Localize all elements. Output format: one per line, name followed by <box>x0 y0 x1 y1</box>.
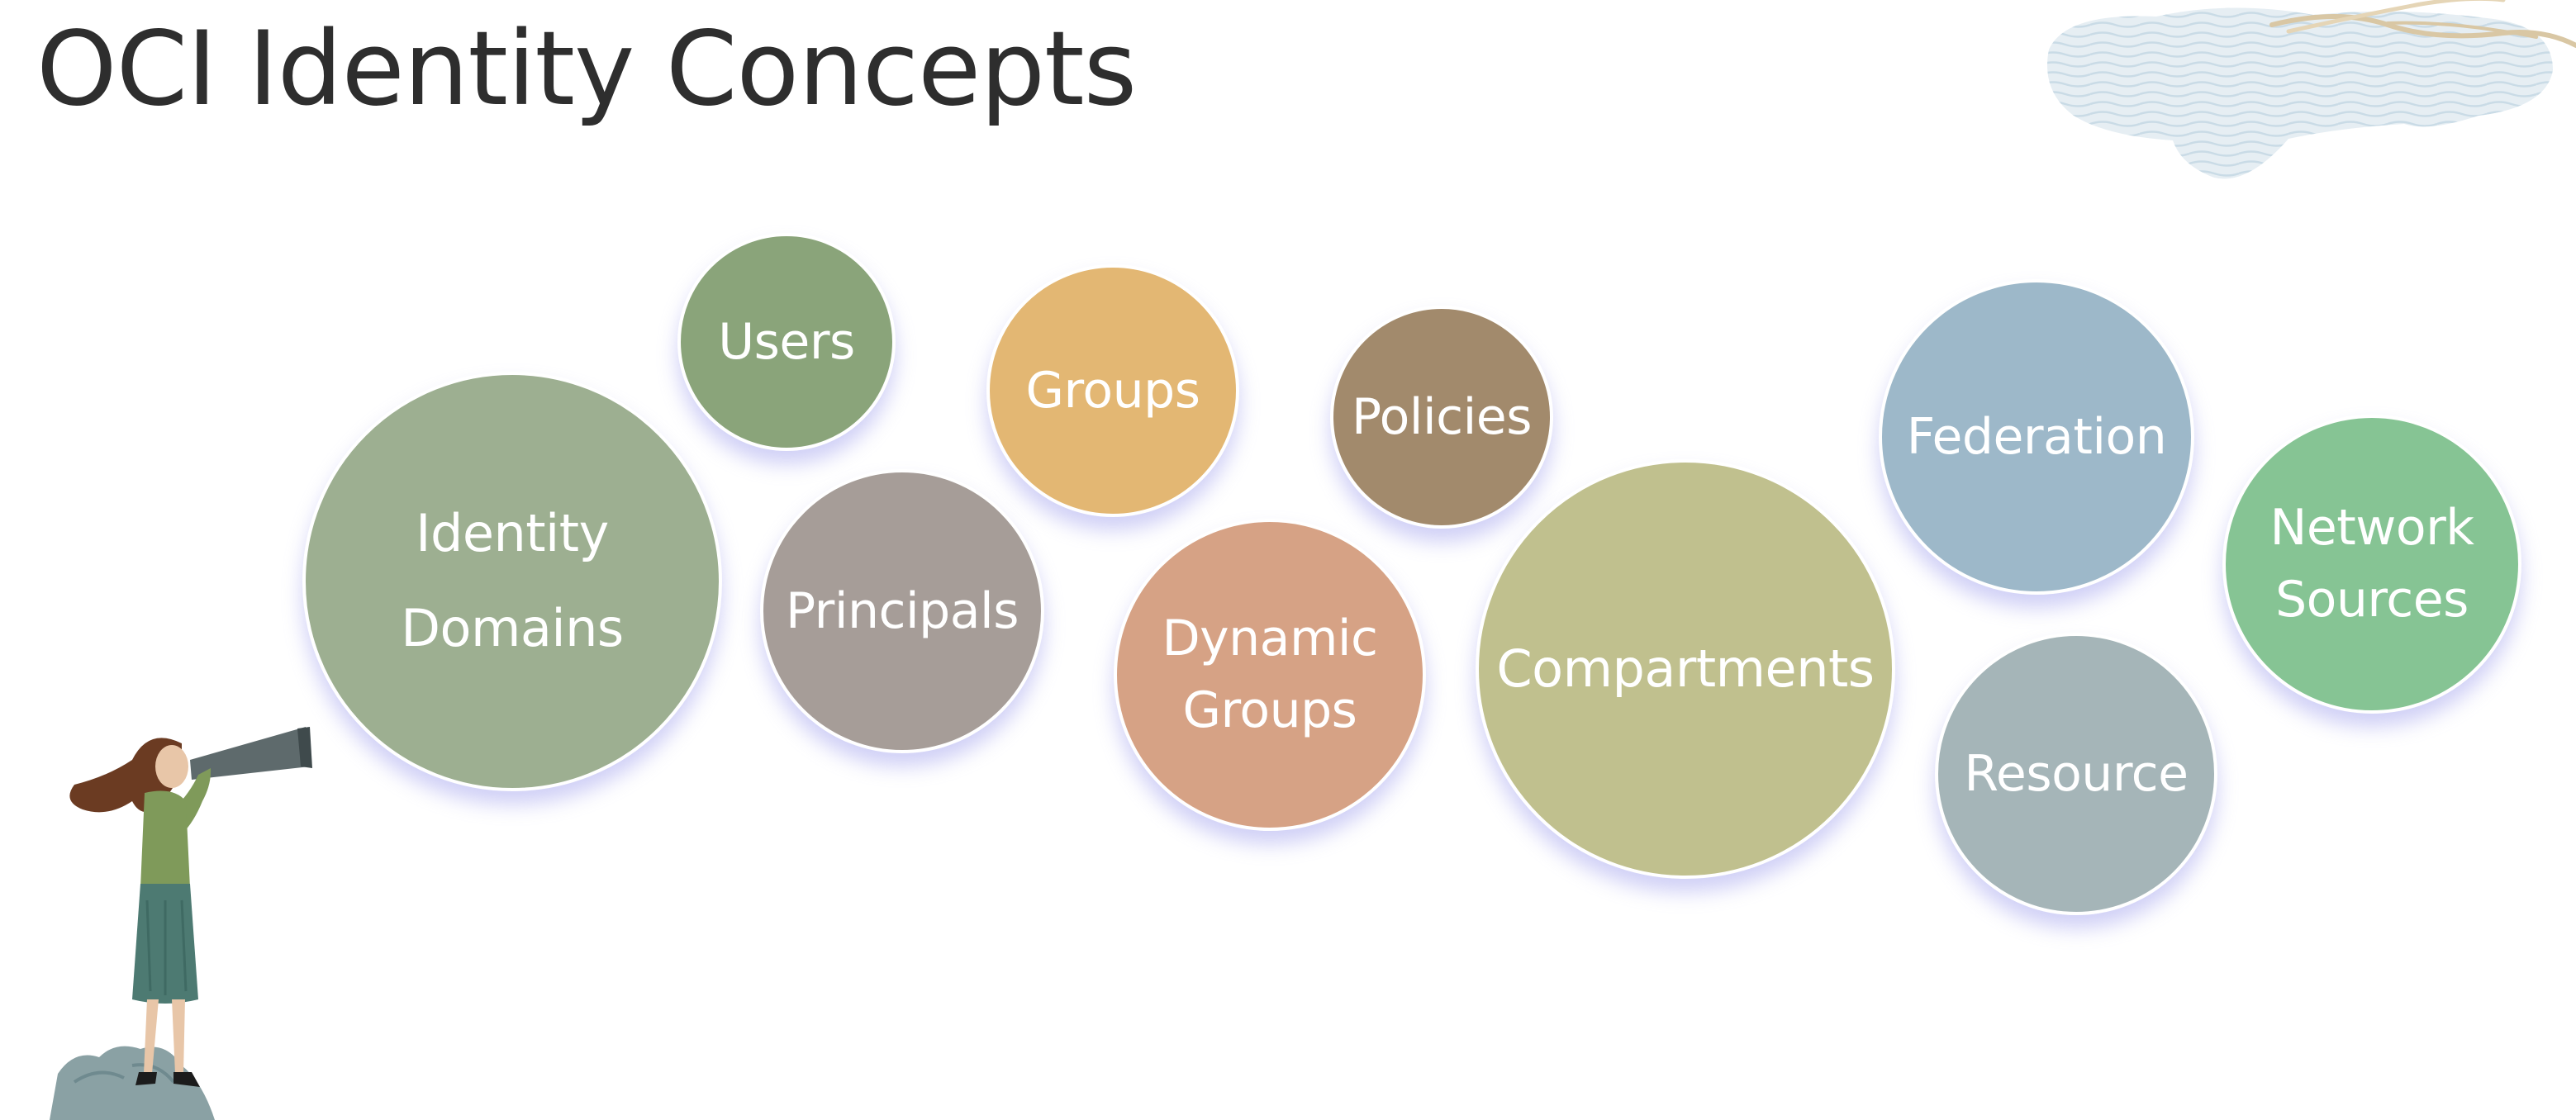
bubble-label-groups: Groups <box>1025 361 1200 420</box>
bubble-label-principals: Principals <box>786 581 1019 640</box>
bubble-label-resource: Resource <box>1964 744 2189 803</box>
bubble-network-sources: Network Sources <box>2222 415 2521 714</box>
bubble-label-policies: Policies <box>1352 387 1532 446</box>
bubble-groups: Groups <box>986 264 1239 517</box>
bubble-compartments: Compartments <box>1476 459 1895 879</box>
woman-with-telescope-illustration <box>50 727 312 1120</box>
watercolor-cloud-decoration <box>2047 0 2576 179</box>
bubble-label-dynamic-groups: Dynamic Groups <box>1162 610 1378 739</box>
bubble-principals: Principals <box>760 469 1044 753</box>
bubble-label-users: Users <box>718 312 855 371</box>
bubble-dynamic-groups: Dynamic Groups <box>1114 519 1426 831</box>
bubble-identity-domains: Identity Domains <box>302 372 722 791</box>
bubble-label-federation: Federation <box>1906 407 2167 466</box>
bubble-policies: Policies <box>1330 306 1553 529</box>
bubble-federation: Federation <box>1879 279 2194 595</box>
bubble-label-compartments: Compartments <box>1496 638 1875 700</box>
bubble-label-network-sources: Network Sources <box>2269 499 2474 629</box>
bubble-users: Users <box>677 233 896 451</box>
bubble-label-identity-domains: Identity Domains <box>401 503 624 658</box>
slide-title: OCI Identity Concepts <box>36 10 1137 129</box>
bubble-resource: Resource <box>1935 633 2217 915</box>
